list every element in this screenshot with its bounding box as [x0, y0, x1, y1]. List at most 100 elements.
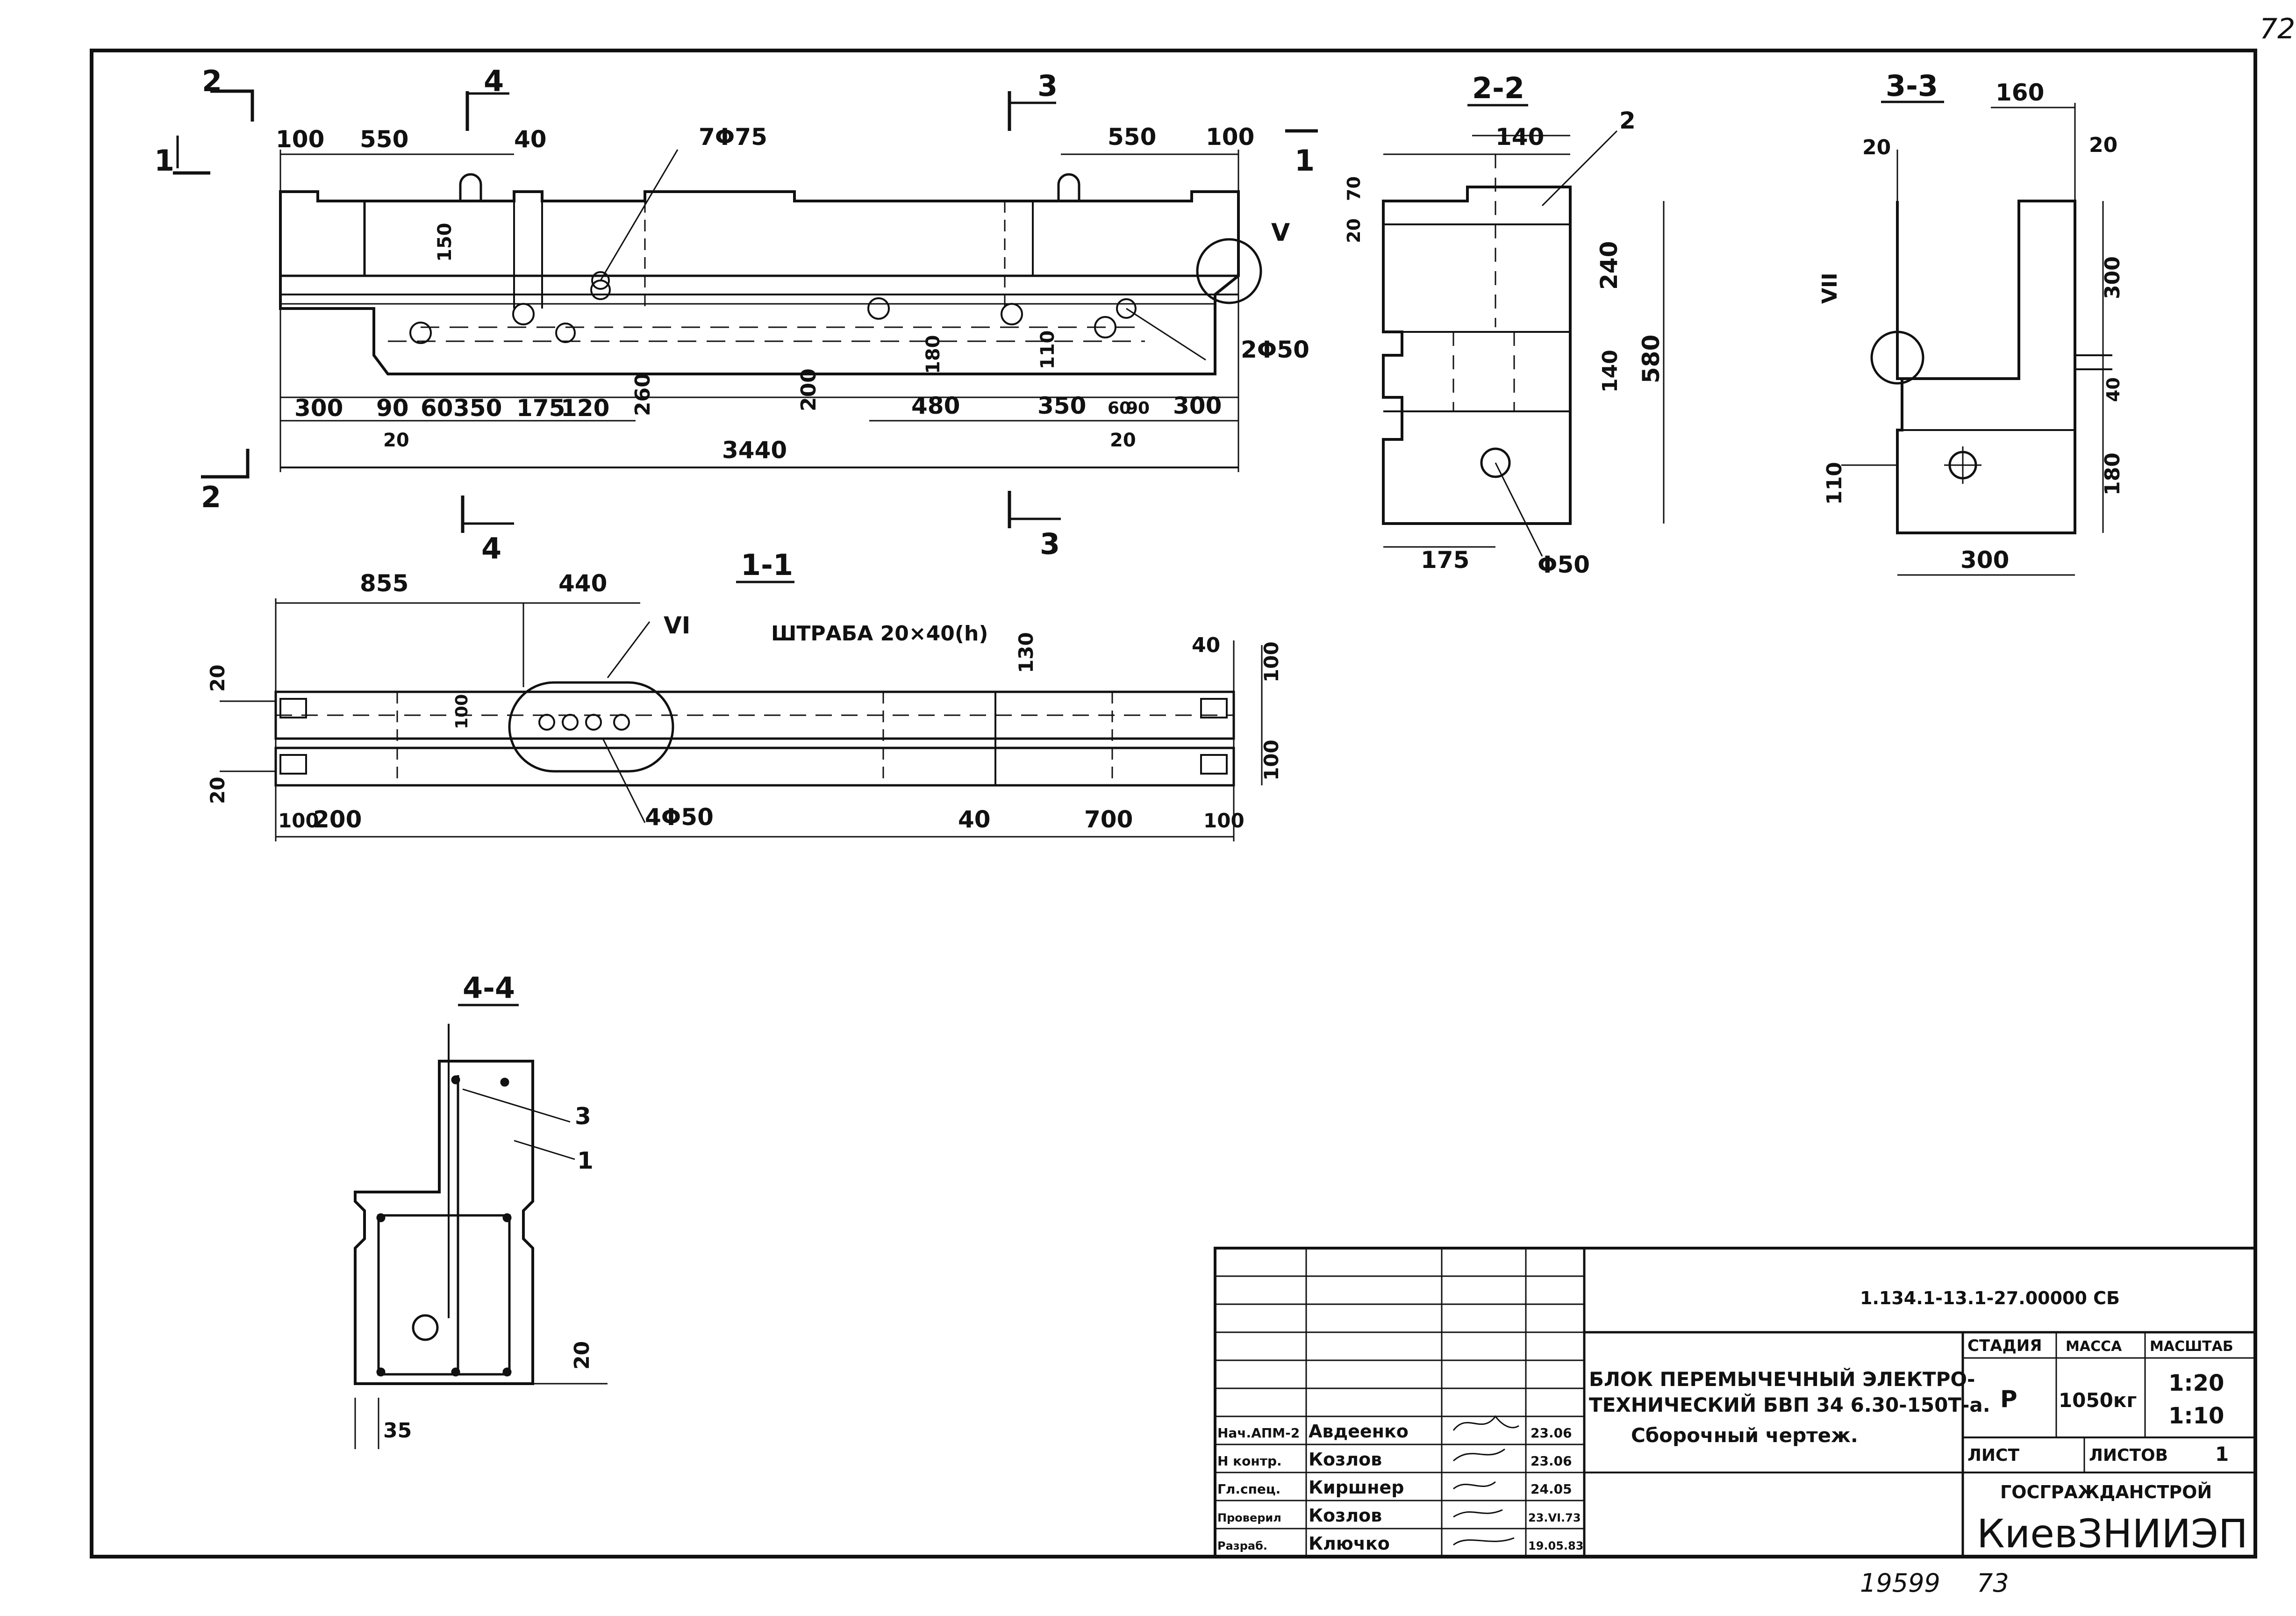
sec11-dim-bottom-100: 100	[278, 809, 319, 832]
section-2-2	[1382, 130, 1665, 557]
sig-date-4: 19.05.83	[1528, 1539, 1583, 1552]
sec11-vert-100-b: 100	[1260, 740, 1283, 781]
elev-vert-200: 200	[797, 368, 821, 411]
sec11-slot-note: ШТРАБА 20×40(h)	[771, 622, 988, 646]
scale-value-1: 1:20	[2168, 1370, 2224, 1396]
sec33-dim-300: 300	[1960, 546, 2009, 574]
page-note: 73	[1977, 1568, 2009, 1598]
sec11-holes-callout: 4Φ50	[645, 804, 714, 831]
sig-name-2: Киршнер	[1309, 1477, 1404, 1498]
header-mass: МАССА	[2066, 1338, 2122, 1355]
drawing-frame	[90, 49, 2257, 1559]
sec11-dim-440: 440	[558, 570, 607, 597]
title-block-text: 1.134.1-13.1-27.00000 СБ БЛОК ПЕРЕМЫЧЕЧН…	[1217, 1288, 2248, 1557]
title-block	[1214, 1247, 2257, 1558]
doc-code: 1.134.1-13.1-27.00000 СБ	[1860, 1288, 2120, 1308]
elev-dim-bottom-5: 120	[561, 395, 609, 422]
elev-dim-top-3: 550	[1108, 123, 1156, 151]
sec22-dim-140: 140	[1598, 350, 1622, 393]
sec11-vert-130: 130	[1015, 632, 1037, 673]
sec33-dim-110: 110	[1823, 462, 1846, 505]
doc-title-line-2: ТЕХНИЧЕСКИЙ БВП 34 6.30-150Т-а.	[1589, 1393, 1990, 1416]
header-stage: СТАДИЯ	[1967, 1336, 2042, 1355]
section-2-2-labels: 2-2 140 70 20 240 580 140 175 2 Φ50	[1344, 71, 1665, 578]
elev-dim-offset-1: 20	[1110, 430, 1136, 451]
sec22-dim-70: 70	[1344, 176, 1364, 201]
sec22-dim-140-top: 140	[1495, 123, 1544, 151]
section-4-4-labels: 4-4 3 1 20 35	[383, 971, 594, 1443]
elev-dim-bottom-9: 90	[1126, 399, 1150, 418]
sig-role-0: Нач.АПМ-2	[1217, 1425, 1300, 1441]
sec22-dim-175: 175	[1421, 546, 1469, 574]
org-top: ГОСГРАЖДАНСТРОЙ	[2000, 1482, 2212, 1502]
sec33-dim-40: 40	[2103, 377, 2124, 402]
section-1-1-title: 1-1	[741, 548, 793, 582]
sec11-vert-100-slot: 100	[452, 694, 472, 729]
section-mark-2-bottom: 2	[201, 480, 221, 514]
section-mark-2-top: 2	[202, 64, 222, 98]
sig-name-4: Ключко	[1309, 1533, 1390, 1554]
section-3-3-labels: 3-3 160 20 20 300 40 180 110 300 VII	[1818, 69, 2124, 574]
doc-title-line-1: БЛОК ПЕРЕМЫЧЕЧНЫЙ ЭЛЕКТРО-	[1589, 1367, 1975, 1391]
elev-dim-top-1: 550	[360, 126, 408, 153]
elev-vert-150: 150	[434, 223, 456, 262]
sheet-label: ЛИСТ	[1967, 1446, 2019, 1465]
detail-v-label: V	[1271, 219, 1290, 247]
callout-7-holes: 7Φ75	[699, 123, 767, 151]
sec11-detail-vi: VI	[664, 612, 690, 639]
elev-dim-bottom-6: 480	[911, 392, 960, 419]
section-3-3	[1841, 103, 2112, 576]
section-mark-3-top: 3	[1037, 69, 1058, 103]
section-mark-4-top: 4	[484, 64, 504, 98]
sec11-dim-bottom-100-r: 100	[1203, 809, 1245, 832]
elev-dim-top-2: 40	[514, 126, 547, 153]
sig-role-2: Гл.спец.	[1217, 1481, 1280, 1497]
sig-date-2: 24.05	[1531, 1481, 1572, 1497]
sheet-number: 72	[2260, 13, 2295, 45]
elev-dim-top-4: 100	[1206, 123, 1254, 151]
sig-date-3: 23.VI.73	[1528, 1511, 1581, 1524]
elev-vert-260: 260	[631, 373, 655, 416]
elev-dim-offset-0: 20	[383, 430, 409, 451]
sheets-label: ЛИСТОВ	[2089, 1446, 2168, 1465]
sec33-dim-180: 180	[2101, 452, 2124, 496]
elevation-labels: 2 1 2 4 3 1 4 3 100 550 40 550 100 300 9…	[154, 64, 1315, 566]
sec11-dim-bottom-700: 700	[1084, 806, 1133, 833]
mass-value: 1050кг	[2059, 1389, 2137, 1412]
doc-title-line-3: Сборочный чертеж.	[1631, 1424, 1858, 1447]
sec33-dim-300-vert: 300	[2101, 256, 2124, 299]
sec11-dim-40: 40	[1192, 633, 1220, 657]
sig-date-0: 23.06	[1531, 1425, 1572, 1441]
section-2-2-title: 2-2	[1472, 71, 1524, 105]
sec44-dim-35: 35	[383, 1419, 412, 1443]
section-1-1	[220, 598, 1263, 841]
sig-name-0: Авдеенко	[1309, 1421, 1409, 1442]
inventory-number: 19599	[1860, 1568, 1940, 1598]
org-bottom: КиевЗНИИЭП	[1977, 1511, 2248, 1557]
elev-dim-bottom-4: 175	[516, 395, 565, 422]
sec44-dim-20: 20	[570, 1341, 594, 1370]
sec22-dim-580: 580	[1638, 335, 1665, 383]
elev-dim-bottom-0: 300	[294, 395, 343, 422]
elev-dim-bottom-7: 350	[1037, 392, 1086, 419]
sig-role-3: Проверил	[1217, 1511, 1281, 1524]
sig-role-4: Разраб.	[1217, 1539, 1267, 1552]
stage-value: Р	[2000, 1386, 2017, 1413]
sec22-dim-20: 20	[1344, 218, 1364, 243]
sec11-vert-20-bottom: 20	[206, 777, 229, 804]
elev-dim-bottom-10: 300	[1173, 392, 1222, 419]
sec33-detail-vii: VII	[1818, 273, 1842, 304]
handwritten-signatures	[1452, 1415, 1519, 1546]
elev-dim-bottom-1: 90	[376, 395, 409, 422]
elev-dim-bottom-3: 350	[453, 395, 502, 422]
elev-dim-bottom-2: 60	[421, 395, 453, 422]
callout-2-holes: 2Φ50	[1241, 336, 1309, 363]
sec11-dim-855: 855	[360, 570, 408, 597]
sheets-count: 1	[2215, 1443, 2229, 1465]
sec11-dim-bottom-40: 40	[958, 806, 991, 833]
elev-vert-110: 110	[1037, 330, 1059, 370]
sig-role-1: Н контр.	[1217, 1453, 1282, 1469]
sec22-dim-240: 240	[1595, 241, 1623, 290]
sec11-vert-20-top: 20	[206, 665, 229, 692]
